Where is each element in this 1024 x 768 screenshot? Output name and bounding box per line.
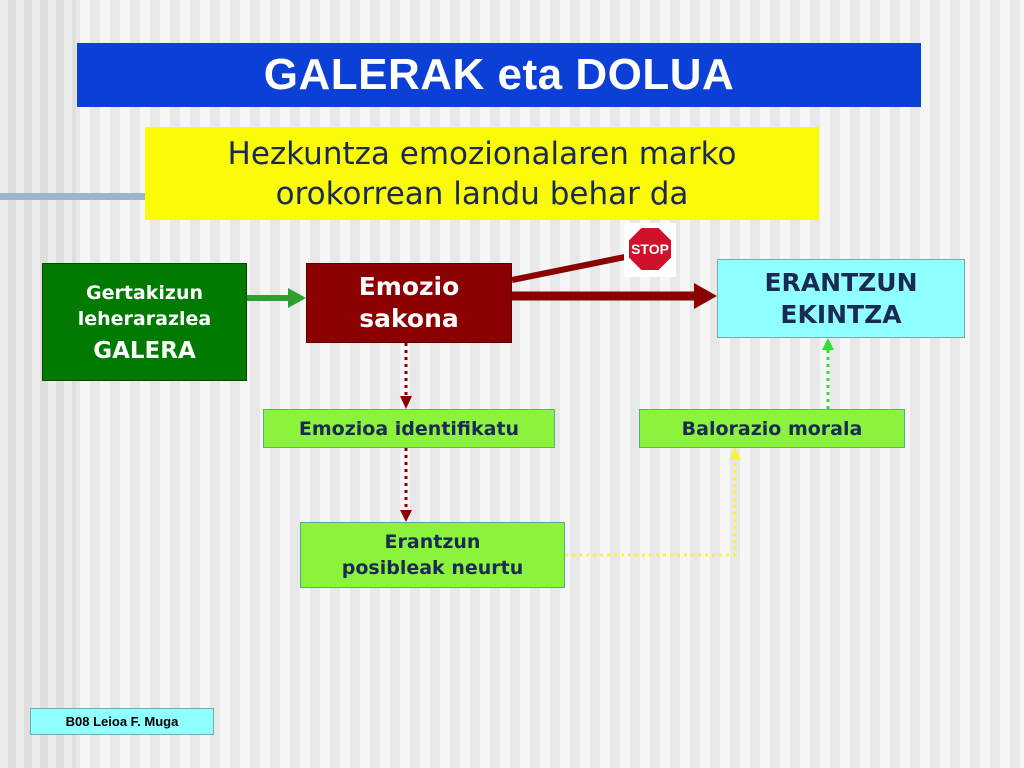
emozioa-identifikatu-box: Emozioa identifikatu bbox=[263, 409, 555, 448]
subtitle-banner: Hezkuntza emozionalaren marko orokorrean… bbox=[145, 127, 819, 220]
arrowhead-emozio-to-erantzun bbox=[694, 283, 717, 309]
galera-box: Gertakizun leherarazlea GALERA bbox=[42, 263, 247, 381]
galera-box-label: Gertakizun leherarazlea bbox=[77, 282, 212, 330]
left-decorative-band bbox=[0, 0, 76, 768]
footer-label: B08 Leioa F. Muga bbox=[30, 708, 214, 735]
erantzun-ekintza-text: ERANTZUN EKINTZA bbox=[764, 267, 918, 329]
arrowhead-moral-to-response bbox=[822, 338, 834, 350]
title-banner: GALERAK eta DOLUA bbox=[77, 43, 921, 107]
stop-connector-line bbox=[511, 254, 626, 283]
page-title: GALERAK eta DOLUA bbox=[263, 50, 735, 99]
arrowhead-measure-to-moral bbox=[729, 447, 741, 460]
subtitle-text: Hezkuntza emozionalaren marko orokorrean… bbox=[227, 135, 737, 212]
emozio-sakona-text: Emozio sakona bbox=[358, 272, 460, 333]
emozio-sakona-box: Emozio sakona bbox=[306, 263, 512, 343]
erantzun-neurtu-text: Erantzun posibleak neurtu bbox=[341, 531, 524, 579]
arrowhead-identify-to-measure bbox=[400, 510, 412, 522]
erantzun-ekintza-box: ERANTZUN EKINTZA bbox=[717, 259, 965, 338]
stop-sign-text: STOP bbox=[631, 241, 669, 257]
stop-sign-icon: STOP bbox=[624, 223, 676, 277]
arrowhead-galera-to-emozio bbox=[288, 288, 306, 308]
balorazio-morala-text: Balorazio morala bbox=[681, 417, 863, 440]
arrow-measure-to-moral bbox=[565, 458, 737, 557]
accent-bar bbox=[0, 193, 145, 200]
emozioa-identifikatu-text: Emozioa identifikatu bbox=[298, 417, 520, 440]
footer-text: B08 Leioa F. Muga bbox=[65, 714, 179, 729]
balorazio-morala-box: Balorazio morala bbox=[639, 409, 905, 448]
galera-box-value: GALERA bbox=[93, 338, 196, 364]
arrowhead-emozio-to-identify bbox=[400, 396, 412, 409]
erantzun-neurtu-box: Erantzun posibleak neurtu bbox=[300, 522, 565, 588]
